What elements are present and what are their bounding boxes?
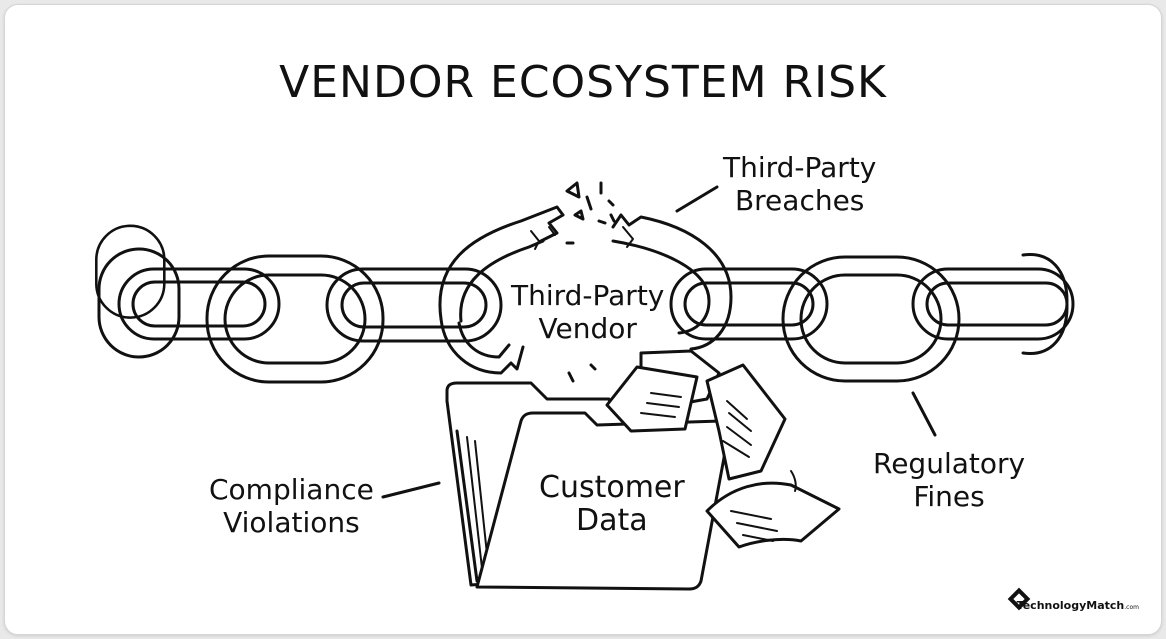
- page-title: VENDOR ECOSYSTEM RISK: [279, 57, 887, 108]
- diagram-card: VENDOR ECOSYSTEM RISK Third-Party Vendor…: [4, 4, 1162, 635]
- customer-data-label: Customer Data: [539, 470, 685, 538]
- compliance-connector: [381, 481, 441, 499]
- chain-illustration: [95, 181, 1075, 611]
- third-party-vendor-label: Third-Party Vendor: [511, 279, 665, 345]
- paper-icon: [605, 349, 841, 549]
- brand-logo: TechnologyMatch.com: [993, 599, 1139, 612]
- third-party-breaches-label: Third-Party Breaches: [723, 151, 877, 217]
- fines-connector: [911, 391, 937, 437]
- regulatory-fines-label: Regulatory Fines: [873, 447, 1026, 513]
- left-chain-icon: [95, 224, 503, 384]
- brand-suffix: .com: [1124, 604, 1139, 611]
- brand-name: TechnologyMatch: [1016, 599, 1125, 612]
- right-chain-icon: [669, 253, 1075, 383]
- diamond-logo-icon: [1007, 587, 1031, 611]
- breaches-connector: [675, 185, 719, 213]
- compliance-violations-label: Compliance Violations: [209, 473, 374, 539]
